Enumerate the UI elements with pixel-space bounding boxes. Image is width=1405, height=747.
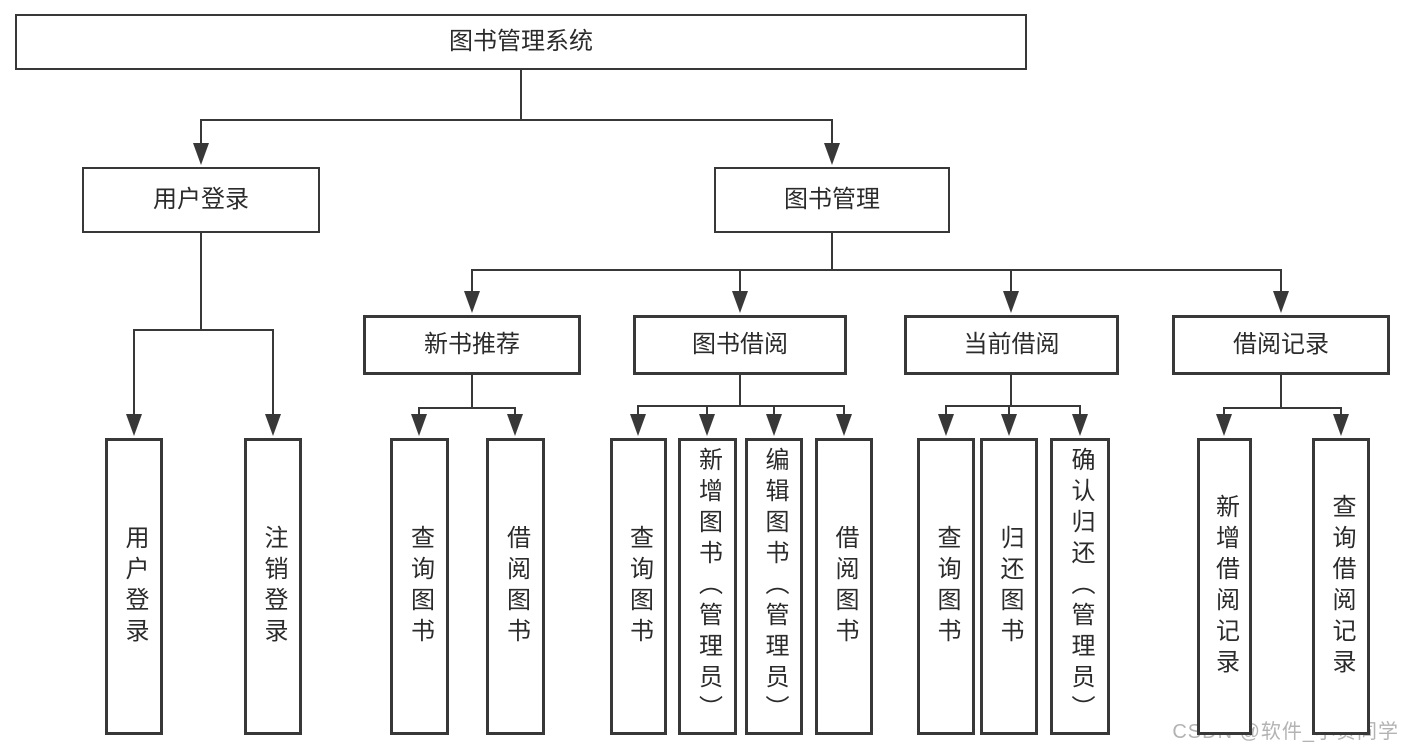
node-label: 借阅图书 bbox=[502, 524, 530, 649]
connector-line bbox=[1079, 406, 1081, 416]
connector-line bbox=[200, 119, 833, 121]
node-leaf-borrow-books-2: 借阅图书 bbox=[815, 438, 873, 735]
node-leaf-add-books: 新增图书（管理员） bbox=[678, 438, 737, 735]
arrow-down-icon bbox=[1072, 414, 1088, 436]
arrow-down-icon bbox=[126, 414, 142, 436]
node-label: 用户登录 bbox=[153, 186, 249, 213]
node-label: 查询图书 bbox=[406, 524, 434, 649]
arrow-down-icon bbox=[824, 143, 840, 165]
connector-line bbox=[418, 407, 516, 409]
arrow-down-icon bbox=[1003, 291, 1019, 313]
node-label: 新书推荐 bbox=[424, 331, 520, 358]
node-label: 查询图书 bbox=[933, 524, 960, 649]
node-leaf-logout: 注销登录 bbox=[244, 438, 302, 735]
node-leaf-edit-books: 编辑图书（管理员） bbox=[745, 438, 803, 735]
node-label: 查询图书 bbox=[625, 524, 653, 649]
connector-line bbox=[200, 120, 202, 144]
arrow-down-icon bbox=[732, 291, 748, 313]
connector-line bbox=[637, 406, 639, 416]
arrow-down-icon bbox=[464, 291, 480, 313]
connector-line bbox=[945, 406, 947, 416]
connector-line bbox=[1010, 270, 1012, 292]
node-label: 借阅记录 bbox=[1233, 331, 1329, 358]
arrow-down-icon bbox=[836, 414, 852, 436]
node-label: 查询借阅记录 bbox=[1328, 493, 1355, 680]
node-label: 用户登录 bbox=[121, 524, 148, 649]
node-label: 图书管理系统 bbox=[449, 28, 593, 55]
connector-line bbox=[514, 408, 516, 416]
node-leaf-borrow-books-1: 借阅图书 bbox=[486, 438, 545, 735]
node-leaf-query-books-1: 查询图书 bbox=[390, 438, 449, 735]
connector-line bbox=[945, 405, 1081, 407]
arrow-down-icon bbox=[766, 414, 782, 436]
arrow-down-icon bbox=[1333, 414, 1349, 436]
connector-line bbox=[739, 270, 741, 292]
connector-line bbox=[773, 406, 775, 416]
node-label: 归还图书 bbox=[996, 524, 1023, 649]
node-book-mgmt: 图书管理 bbox=[714, 167, 950, 233]
node-label: 图书管理 bbox=[784, 186, 880, 213]
node-user-login: 用户登录 bbox=[82, 167, 320, 233]
arrow-down-icon bbox=[193, 143, 209, 165]
arrow-down-icon bbox=[1216, 414, 1232, 436]
node-book-borrow: 图书借阅 bbox=[633, 315, 847, 375]
connector-line bbox=[1223, 407, 1342, 409]
arrow-down-icon bbox=[507, 414, 523, 436]
arrow-down-icon bbox=[938, 414, 954, 436]
connector-line bbox=[1008, 406, 1010, 416]
node-leaf-confirm-return: 确认归还（管理员） bbox=[1050, 438, 1110, 735]
connector-line bbox=[471, 270, 473, 292]
node-label: 借阅图书 bbox=[831, 524, 858, 649]
node-leaf-add-borrow-record: 新增借阅记录 bbox=[1197, 438, 1252, 735]
connector-line bbox=[272, 330, 274, 415]
arrow-down-icon bbox=[1273, 291, 1289, 313]
connector-line bbox=[1010, 375, 1012, 406]
connector-line bbox=[520, 70, 522, 120]
node-label: 编辑图书（管理员） bbox=[761, 447, 788, 726]
connector-line bbox=[637, 405, 845, 407]
arrow-down-icon bbox=[630, 414, 646, 436]
arrow-down-icon bbox=[1001, 414, 1017, 436]
connector-line bbox=[200, 233, 202, 330]
node-label: 图书借阅 bbox=[692, 331, 788, 358]
connector-line bbox=[418, 408, 420, 416]
arrow-down-icon bbox=[411, 414, 427, 436]
connector-line bbox=[1340, 408, 1342, 416]
node-leaf-return-books: 归还图书 bbox=[980, 438, 1038, 735]
connector-line bbox=[831, 233, 833, 270]
arrow-down-icon bbox=[265, 414, 281, 436]
connector-line bbox=[843, 406, 845, 416]
connector-line bbox=[133, 330, 135, 415]
node-root: 图书管理系统 bbox=[15, 14, 1027, 70]
connector-line bbox=[1280, 270, 1282, 292]
node-borrow-records: 借阅记录 bbox=[1172, 315, 1390, 375]
connector-line bbox=[706, 406, 708, 416]
connector-line bbox=[1280, 375, 1282, 408]
node-label: 当前借阅 bbox=[963, 331, 1060, 358]
connector-line bbox=[1223, 408, 1225, 416]
node-leaf-user-login: 用户登录 bbox=[105, 438, 163, 735]
node-label: 注销登录 bbox=[260, 524, 287, 649]
connector-line bbox=[739, 375, 741, 406]
node-label: 新增图书（管理员） bbox=[694, 447, 722, 726]
connector-line bbox=[471, 269, 1282, 271]
node-leaf-query-borrow-record: 查询借阅记录 bbox=[1312, 438, 1370, 735]
connector-line bbox=[133, 329, 274, 331]
node-label: 新增借阅记录 bbox=[1211, 493, 1239, 680]
node-label: 确认归还（管理员） bbox=[1067, 447, 1094, 726]
connector-line bbox=[471, 375, 473, 408]
node-leaf-query-books-3: 查询图书 bbox=[917, 438, 975, 735]
node-new-book-recommend: 新书推荐 bbox=[363, 315, 581, 375]
node-current-borrow: 当前借阅 bbox=[904, 315, 1119, 375]
node-leaf-query-books-2: 查询图书 bbox=[610, 438, 667, 735]
connector-line bbox=[831, 120, 833, 144]
arrow-down-icon bbox=[699, 414, 715, 436]
